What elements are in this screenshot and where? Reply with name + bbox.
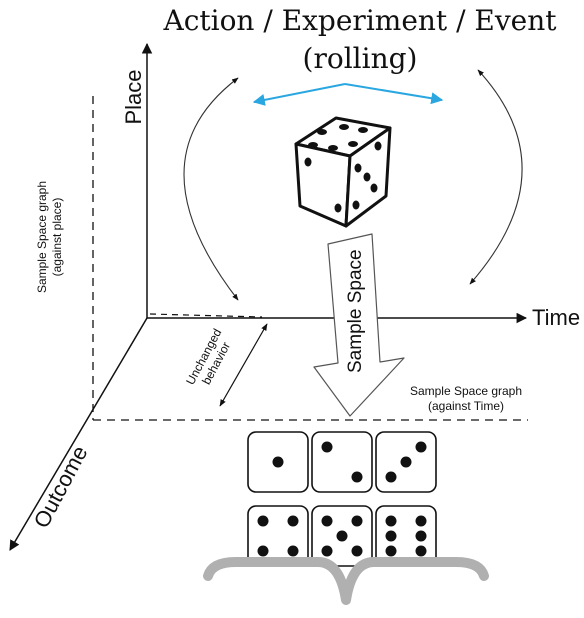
die-pip (415, 441, 427, 453)
die-pip (272, 456, 284, 468)
die-pip (385, 530, 397, 542)
die-face-1 (247, 431, 309, 493)
sample-space-place-line2: (against place) (50, 197, 64, 277)
die-pip (321, 515, 333, 527)
rolling-arrow-right (469, 69, 523, 285)
die-pip (415, 515, 427, 527)
sample-space-place-label: Sample Space graph (against place) (35, 157, 69, 317)
die-pip (321, 545, 333, 557)
die-pip (351, 471, 363, 483)
die-face-6 (375, 505, 437, 567)
sample-space-time-line1: Sample Space graph (409, 384, 523, 398)
sample-space-time-label: Sample Space graph (against Time) (386, 384, 546, 414)
die-pip (415, 530, 427, 542)
die-pip (287, 545, 299, 557)
rolling-arrow-left (183, 77, 239, 301)
die-pip (385, 471, 397, 483)
die-face-2 (311, 431, 373, 493)
die-pip (351, 545, 363, 557)
die-face-3 (375, 431, 437, 493)
sample-space-arrow-label: Sample Space (345, 249, 366, 373)
blue-arrow-right (344, 83, 444, 105)
outcome-brace (203, 557, 489, 605)
die-pip (321, 441, 333, 453)
dice-faces-grid (247, 431, 437, 567)
place-axis-label: Place (121, 69, 146, 125)
die-pip (385, 545, 397, 557)
die-face-5 (311, 505, 373, 567)
blue-arrow-left (252, 83, 346, 106)
outcome-axis (9, 317, 148, 551)
die-pip (415, 545, 427, 557)
rolling-die (294, 116, 392, 228)
sample-space-time-line2: (against Time) (427, 399, 505, 413)
die-pip (257, 545, 269, 557)
sample-space-place-line1: Sample Space graph (35, 180, 49, 294)
die-pip (400, 456, 412, 468)
die-face-4 (247, 505, 309, 567)
sample-space-arrow (313, 233, 405, 417)
die-pip (257, 515, 269, 527)
die-pip (287, 515, 299, 527)
time-axis-label: Time (532, 305, 581, 330)
diagram-title: Action / Experiment / Event (163, 4, 557, 37)
unchanged-behavior-arrow (219, 323, 268, 407)
die-pip (351, 515, 363, 527)
die-pip (385, 515, 397, 527)
die-pip (336, 530, 348, 542)
diagram-subtitle: (rolling) (302, 42, 418, 75)
dashed-back-line (149, 313, 263, 318)
